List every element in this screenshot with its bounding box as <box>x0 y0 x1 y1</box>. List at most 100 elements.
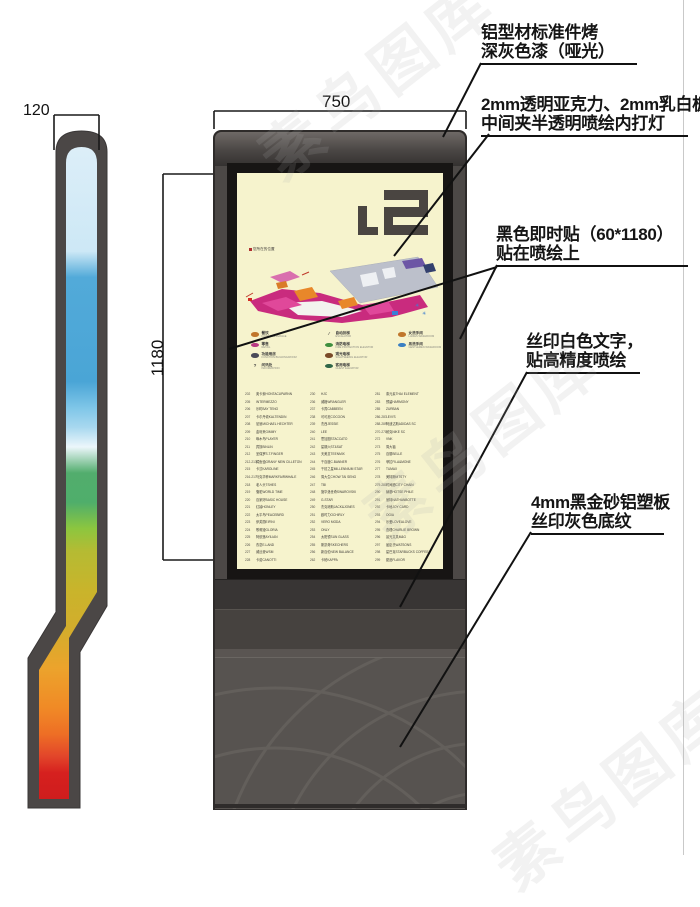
store-name: 时间廊CITY CHAIN <box>386 482 414 487</box>
store-name: 卡汶KAROLINE <box>256 467 279 472</box>
directory-row: 270-271耐克NIKE SC <box>375 429 437 437</box>
annotation-line: 中间夹半透明喷绘内打灯 <box>481 114 665 133</box>
store-number: 272 <box>375 437 381 442</box>
store-name: 杰克琼斯JACK&JONES <box>321 505 355 510</box>
store-number: 270-271 <box>375 429 387 434</box>
legend-item: 功能用房 FUNCTION BUILDING/ROOM <box>251 352 323 359</box>
store-name: 美特斯MTSTY <box>386 475 407 480</box>
store-name: 欧时力OCHIRLY <box>321 512 345 517</box>
store-name: 星巴克STARBUCKS COFFEE <box>386 550 429 555</box>
legend-column: ⁄ 自动扶梯 ESCALATOR 消防电梯 FIRE PROTECTION EL… <box>325 331 397 370</box>
store-name: 卡地JOY CARD <box>386 505 409 510</box>
map-blue-unit <box>392 311 398 315</box>
map-compass-mark: ✳ <box>422 311 427 317</box>
base-arc-pattern <box>215 658 465 809</box>
store-number: 216-217 <box>245 475 257 480</box>
store-number: 210 <box>245 437 251 442</box>
annotation-underline <box>496 265 688 267</box>
annotation-aluminum-cap: 铝型材标准件烤 深灰色漆（哑光） <box>481 23 637 65</box>
side-profile-gradient-strip <box>39 147 97 799</box>
legend-item: 观光电梯 SIGHTSEEING ELEVATOR <box>325 352 397 359</box>
store-number: 281 <box>375 392 381 396</box>
directory-row: 216-217马克华菲MARKFAIRWHALE <box>245 474 307 482</box>
store-number: 240 <box>310 429 316 434</box>
store-number: 288-289 <box>375 422 387 427</box>
store-number: 293 <box>375 512 381 517</box>
legend-icon: ⁄ <box>328 331 330 336</box>
store-name: 红袖HONLEY <box>256 505 276 510</box>
store-name: 泰元素THAI ELEMENT <box>386 392 419 396</box>
map-compass-mark: ✳ <box>415 303 420 309</box>
annotation-base-board: 4mm黑金砂铝塑板 丝印灰色底纹 <box>531 493 670 535</box>
kiosk-base <box>215 657 465 809</box>
store-number: 218 <box>245 482 251 487</box>
legend-icon <box>325 353 333 358</box>
store-number: 279-280 <box>375 482 387 487</box>
store-number: 230 <box>310 392 316 396</box>
store-number: 223 <box>245 520 251 525</box>
legend-label-en: SIGHTSEEING ELEVATOR <box>335 356 368 360</box>
legend-label-en: GUEST ELEVATOR <box>335 366 359 370</box>
store-number: 236 <box>310 399 316 404</box>
store-name: LEE <box>321 429 328 434</box>
store-number: 294 <box>375 520 381 525</box>
store-number: 243 <box>310 452 316 457</box>
map-arrow <box>301 271 310 276</box>
store-number: 299 <box>375 558 381 563</box>
legend-label-en: GENTLEMEN WASHROOM <box>408 345 442 349</box>
annotation-silkscreen-text: 丝印白色文字， 贴高精度喷绘 <box>526 332 643 374</box>
legend-label-en: INFORMATION <box>261 366 280 370</box>
store-number: 226 <box>245 542 251 547</box>
you-are-here-label: 您所在的位置 <box>249 247 275 252</box>
store-name: TBI <box>321 482 326 487</box>
annotation-line: 贴高精度喷绘 <box>526 351 627 370</box>
store-number: 277 <box>375 467 381 472</box>
store-name: 周大福 <box>386 444 396 449</box>
store-name: 卡帕KAPPA <box>321 558 338 563</box>
kiosk-lower-band <box>215 609 465 650</box>
store-number: 249 <box>310 497 316 502</box>
directory-row: 279-280时间廊CITY CHAIN <box>375 482 437 490</box>
annotation-line: 丝印白色文字， <box>526 332 643 351</box>
legend-item: 餐饮 FOOD & BEVERAGE <box>251 331 323 338</box>
store-name: 施华洛世奇SWAROVSKI <box>321 490 357 495</box>
store-number: 227 <box>245 550 251 555</box>
store-number: 207 <box>245 414 251 419</box>
store-number: 245 <box>310 467 316 472</box>
store-name: 杰西JESSIE <box>321 422 339 427</box>
legend-item: ? 问讯处 INFORMATION <box>251 363 323 370</box>
store-name: 奥卡索HONTACUPARNN <box>256 392 293 396</box>
legend-icon <box>325 363 333 369</box>
store-number: 221 <box>245 505 251 510</box>
annotation-line: 贴在喷绘上 <box>496 244 580 263</box>
annotation-line: 黑色即时贴（60*1180） <box>496 225 674 244</box>
store-name: 千禧之星MILLENNIUM STAR <box>321 467 363 472</box>
kiosk-front-view: 您所在的位置 <box>213 130 467 810</box>
leader-aluminum-cap <box>442 62 482 138</box>
store-number: 205 <box>245 399 251 404</box>
legend-label-en: FUNCTION BUILDING/ROOM <box>261 356 297 360</box>
store-number: 251 <box>310 512 316 517</box>
store-number: 248 <box>310 490 316 495</box>
annotation-line: 铝型材标准件烤 <box>481 23 598 42</box>
legend-icon <box>251 332 259 337</box>
